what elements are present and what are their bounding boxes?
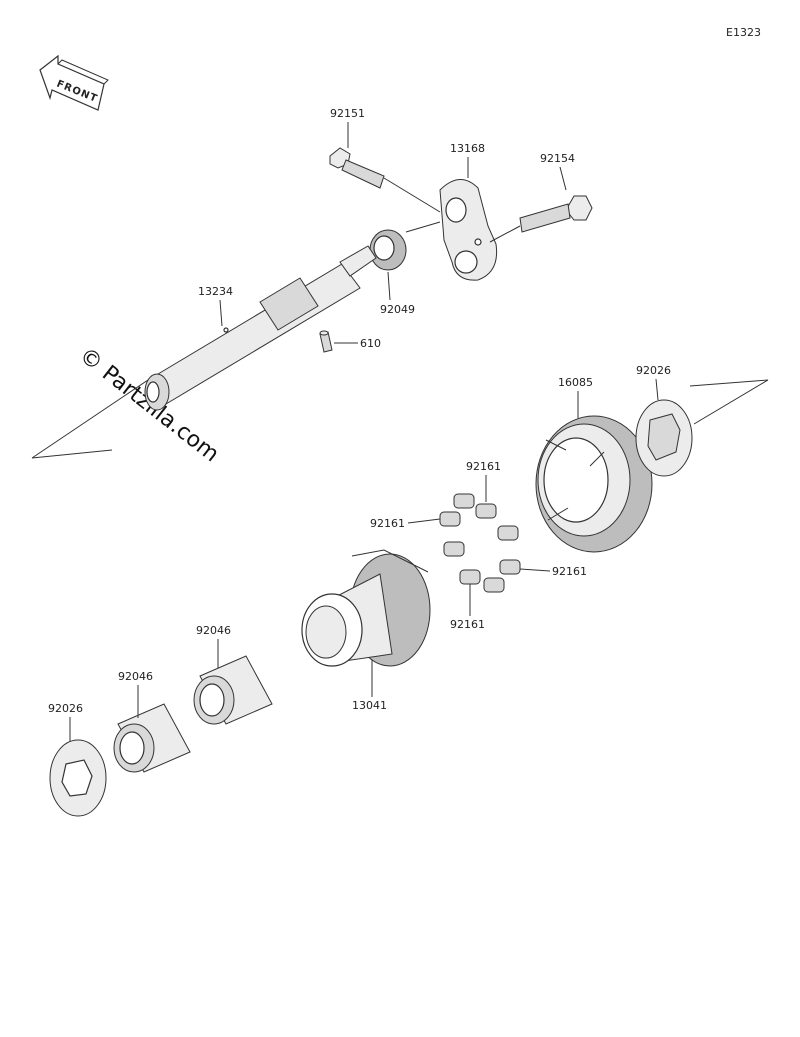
callout-label: 13041 (352, 699, 387, 712)
callout-13041[interactable]: 13041 (352, 660, 387, 712)
callout-92161-right[interactable]: 92161 (519, 565, 587, 578)
callout-label: 92161 (466, 460, 501, 473)
callout-92046-lower[interactable]: 92046 (118, 670, 153, 718)
washer-92026-right[interactable] (635, 379, 769, 477)
callout-label: 92049 (380, 303, 415, 316)
gear-16085[interactable] (535, 415, 653, 553)
lever-13168[interactable] (439, 179, 498, 281)
callout-92161-bottom[interactable]: 92161 (450, 584, 485, 631)
callout-16085[interactable]: 16085 (558, 376, 593, 418)
washer-92026-left[interactable] (49, 739, 107, 817)
callout-92161-top[interactable]: 92161 (466, 460, 501, 502)
callout-label: 92026 (636, 364, 671, 377)
callout-label: 92161 (370, 517, 405, 530)
callout-92026-left[interactable]: 92026 (48, 702, 83, 742)
callout-13168[interactable]: 13168 (450, 142, 485, 178)
diagram-code: E1323 (726, 26, 761, 39)
callout-label: 92026 (48, 702, 83, 715)
bearing-92046-upper[interactable] (193, 655, 273, 725)
callout-92151[interactable]: 92151 (330, 107, 365, 148)
callout-92154[interactable]: 92154 (540, 152, 575, 191)
hub-13041[interactable] (301, 549, 431, 667)
callout-label: 16085 (558, 376, 593, 389)
pin-610[interactable] (319, 330, 333, 353)
shaft-13234[interactable] (31, 245, 377, 459)
bolt-92154[interactable] (489, 195, 593, 243)
rollers-92161[interactable] (439, 493, 521, 593)
callout-92046-upper[interactable]: 92046 (196, 624, 231, 668)
callout-label: 92046 (196, 624, 231, 637)
callout-label: 13234 (198, 285, 233, 298)
callout-label: 610 (360, 337, 381, 350)
callout-610[interactable]: 610 (334, 337, 381, 350)
callout-92161-left[interactable]: 92161 (370, 517, 441, 530)
callout-13234[interactable]: 13234 (198, 285, 233, 327)
callout-label: 13168 (450, 142, 485, 155)
bearing-92046-lower[interactable] (113, 703, 191, 773)
callout-label: 92151 (330, 107, 365, 120)
bolt-92151[interactable] (329, 147, 441, 213)
front-direction-arrow: FRONT (39, 54, 109, 111)
seal-92049[interactable] (369, 221, 441, 271)
callout-label: 92154 (540, 152, 575, 165)
callout-label: 92046 (118, 670, 153, 683)
callout-92026-right[interactable]: 92026 (636, 364, 671, 401)
callout-label: 92161 (552, 565, 587, 578)
callout-92049[interactable]: 92049 (380, 271, 415, 316)
callout-label: 92161 (450, 618, 485, 631)
